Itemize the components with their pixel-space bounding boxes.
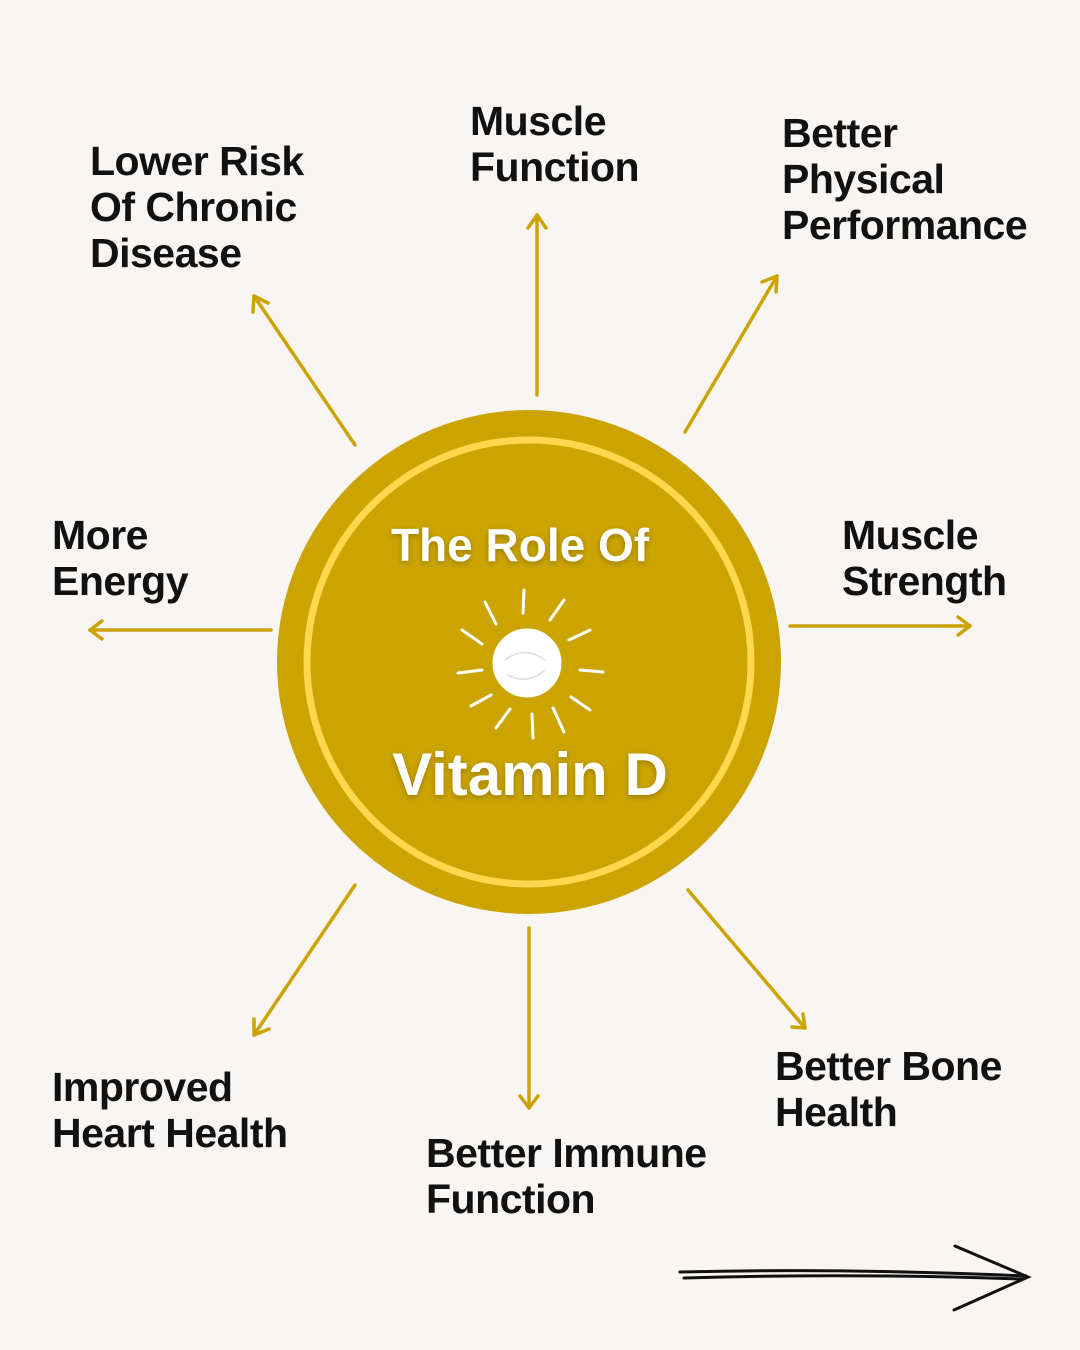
- benefit-line: Physical: [782, 156, 945, 202]
- title-line-1: The Role Of: [390, 519, 650, 571]
- benefit-line: Muscle: [842, 512, 978, 558]
- title-line-2: Vitamin D: [392, 741, 668, 808]
- benefit-line: More: [52, 512, 148, 558]
- benefit-line: Lower Risk: [90, 138, 304, 184]
- benefit-line: Performance: [782, 202, 1028, 248]
- arrow-immune-function: [518, 926, 540, 1110]
- center-ring: [303, 436, 755, 888]
- benefit-physical-performance: Better Physical Performance: [782, 110, 1028, 248]
- benefit-line: Heart Health: [52, 1110, 288, 1156]
- benefit-heart-health: Improved Heart Health: [52, 1064, 288, 1156]
- arrow-physical-performance: [683, 274, 779, 434]
- arrow-chronic-disease: [251, 294, 357, 447]
- arrow-more-energy: [88, 619, 273, 641]
- benefit-muscle-strength: Muscle Strength: [842, 512, 1007, 604]
- benefit-line: Of Chronic: [90, 184, 297, 230]
- arrow-bone-health: [686, 888, 807, 1030]
- arrow-muscle-strength: [788, 615, 972, 637]
- benefit-immune-function: Better Immune Function: [426, 1130, 707, 1222]
- benefit-line: Function: [426, 1176, 596, 1222]
- sun-icon: [456, 588, 605, 740]
- arrow-muscle-function: [526, 213, 548, 397]
- arrow-right-icon[interactable]: [678, 1244, 1032, 1312]
- benefit-bone-health: Better Bone Health: [775, 1043, 1002, 1135]
- benefit-line: Better Immune: [426, 1130, 707, 1176]
- benefit-muscle-function: Muscle Function: [470, 98, 640, 190]
- benefit-line: Disease: [90, 230, 242, 276]
- benefit-line: Strength: [842, 558, 1007, 604]
- arrow-heart-health: [252, 883, 357, 1037]
- benefit-line: Improved: [52, 1064, 233, 1110]
- benefit-line: Energy: [52, 558, 189, 604]
- benefit-more-energy: More Energy: [52, 512, 189, 604]
- benefit-line: Better: [782, 110, 898, 156]
- benefit-chronic-disease: Lower Risk Of Chronic Disease: [90, 138, 304, 276]
- benefit-line: Function: [470, 144, 640, 190]
- benefit-line: Health: [775, 1089, 898, 1135]
- benefit-line: Better Bone: [775, 1043, 1002, 1089]
- benefit-line: Muscle: [470, 98, 607, 144]
